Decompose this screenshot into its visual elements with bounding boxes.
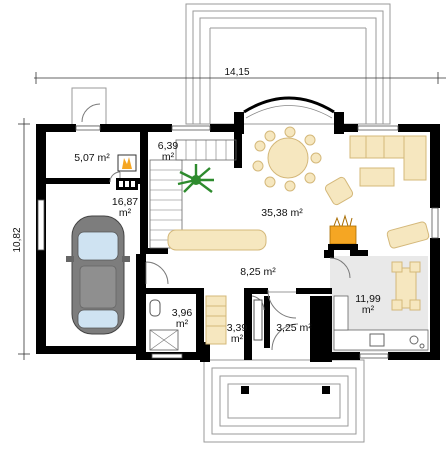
height-dimension-label: 10,82 [12, 227, 23, 252]
room-area-label: 3,25 m² [276, 322, 312, 334]
side-porch [71, 87, 107, 127]
fireplace-icon [117, 154, 137, 172]
top-terrace [185, 3, 391, 125]
bathroom-fixtures [149, 295, 263, 351]
bottom-terrace [203, 359, 365, 443]
dimension-height: 10,82 [12, 118, 30, 360]
doors [109, 171, 351, 351]
windows [37, 125, 439, 359]
dimension-width: 14,15 [34, 67, 446, 84]
dining-table [252, 126, 322, 192]
living-fireplace-icon [328, 214, 358, 250]
hall-bench [167, 229, 267, 251]
stairs [149, 139, 237, 249]
room-area-label: 8,25 m² [240, 266, 276, 278]
plant-icon [177, 164, 214, 193]
room-area-label: 35,38 m² [261, 207, 303, 219]
car-icon [66, 215, 130, 335]
width-dimension-label: 14,15 [224, 67, 249, 78]
chimney-block [116, 178, 138, 190]
sofa [324, 135, 427, 206]
room-area-label: 5,07 m² [74, 152, 110, 164]
kitchen-counter [333, 221, 430, 351]
